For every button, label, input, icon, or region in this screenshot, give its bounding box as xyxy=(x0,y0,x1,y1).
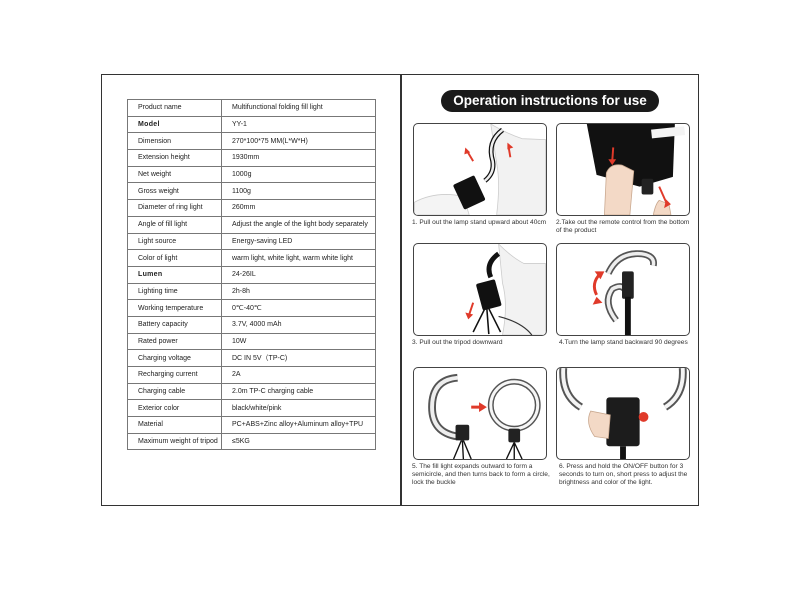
step-1-caption: 1. Pull out the lamp stand upward about … xyxy=(412,219,547,226)
spec-label: Diameter of ring light xyxy=(127,199,222,217)
spec-value: DC IN 5V（TP-C) xyxy=(221,349,376,367)
step-5-illustration xyxy=(413,367,547,460)
spec-value: black/white/pink xyxy=(221,399,376,418)
spec-value: 24-26IL xyxy=(221,265,376,284)
step-4-illustration xyxy=(556,243,690,336)
spec-label: Recharging current xyxy=(127,366,222,384)
spec-value: YY-1 xyxy=(221,115,376,134)
spec-row: Maximum weight of tripod≤5KG xyxy=(127,432,376,451)
spec-label: Extension height xyxy=(127,149,222,167)
spec-value: 270*100*75 MM(L*W*H) xyxy=(221,132,376,151)
step-3-caption: 3. Pull out the tripod downward xyxy=(412,339,503,346)
spec-label: Lighting time xyxy=(127,282,222,301)
spec-value: 1100g xyxy=(221,182,376,201)
spec-label: Lumen xyxy=(127,265,222,284)
spec-label: Angle of fill light xyxy=(127,215,222,234)
spec-value: Adjust the angle of the light body separ… xyxy=(221,215,376,234)
spec-label: Material xyxy=(127,416,222,434)
spec-value: 0℃-40℃ xyxy=(221,299,376,317)
spec-value: 10W xyxy=(221,332,376,351)
spec-value: 1000g xyxy=(221,165,376,184)
spec-value: Multifunctional folding fill light xyxy=(221,99,376,117)
spec-label: Battery capacity xyxy=(127,315,222,334)
spec-label: Light source xyxy=(127,232,222,251)
spec-label: Product name xyxy=(127,99,222,117)
spec-value: 1930mm xyxy=(221,149,376,167)
spec-label: Maximum weight of tripod xyxy=(127,432,222,451)
spec-label: Model xyxy=(127,115,222,134)
step-4-caption: 4.Turn the lamp stand backward 90 degree… xyxy=(559,339,688,346)
spec-value: ≤5KG xyxy=(221,432,376,451)
spec-value: 2A xyxy=(221,366,376,384)
spec-value: Energy-saving LED xyxy=(221,232,376,251)
spec-value: 260mm xyxy=(221,199,376,217)
step-3-illustration xyxy=(413,243,547,336)
spec-value: 2.0m TP-C charging cable xyxy=(221,382,376,401)
spec-label: Dimension xyxy=(127,132,222,151)
step-2-illustration xyxy=(556,123,690,216)
spec-label: Gross weight xyxy=(127,182,222,201)
spec-label: Working temperature xyxy=(127,299,222,317)
step-2-caption: 2.Take out the remote control from the b… xyxy=(556,219,690,235)
spec-label: Exterior color xyxy=(127,399,222,418)
step-6-caption: 6. Press and hold the ON/OFF button for … xyxy=(559,463,688,487)
spec-value: 2h-8h xyxy=(221,282,376,301)
spec-label: Charging cable xyxy=(127,382,222,401)
spec-value: PC+ABS+Zinc alloy+Aluminum alloy+TPU xyxy=(221,416,376,434)
spec-value: 3.7V, 4000 mAh xyxy=(221,315,376,334)
instructions-title: Operation instructions for use xyxy=(441,90,659,112)
step-6-illustration xyxy=(556,367,690,460)
step-5-caption: 5. The fill light expands outward to for… xyxy=(412,463,550,487)
spec-label: Net weight xyxy=(127,165,222,184)
spec-value: warm light, white light, warm white ligh… xyxy=(221,249,376,267)
page-divider xyxy=(400,74,402,506)
spec-label: Charging voltage xyxy=(127,349,222,367)
spec-label: Color of light xyxy=(127,249,222,267)
spec-label: Rated power xyxy=(127,332,222,351)
step-1-illustration xyxy=(413,123,547,216)
